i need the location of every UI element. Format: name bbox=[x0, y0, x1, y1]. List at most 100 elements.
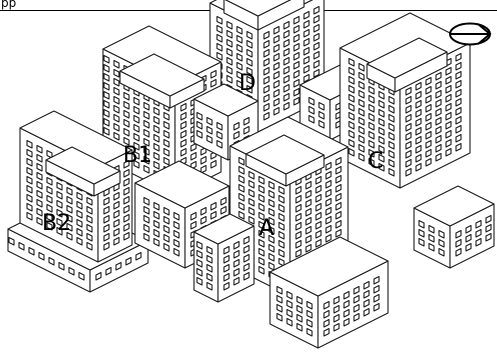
podium-central-window bbox=[143, 214, 150, 224]
building-b2-podium-window bbox=[105, 266, 112, 276]
building-b2-window bbox=[26, 184, 33, 194]
building-b1-window bbox=[123, 118, 130, 128]
building-front-window bbox=[306, 318, 313, 328]
building-c-window bbox=[425, 130, 432, 140]
building-a-window bbox=[305, 225, 312, 235]
building-c-podium-window bbox=[428, 224, 435, 234]
building-d-window bbox=[226, 20, 233, 30]
building-a-annex-roof bbox=[193, 213, 255, 245]
building-d-window bbox=[283, 38, 290, 48]
building-c-podium-roof bbox=[413, 185, 495, 227]
building-d-window bbox=[216, 33, 223, 43]
building-c-window bbox=[388, 140, 395, 150]
building-c-podium-window bbox=[418, 228, 425, 238]
building-a-window bbox=[295, 221, 302, 231]
building-d-window bbox=[263, 39, 270, 49]
connector-b1d-roof bbox=[193, 83, 259, 117]
building-d-window bbox=[246, 39, 253, 49]
building-b2-window bbox=[26, 139, 33, 149]
building-c-window bbox=[435, 143, 442, 153]
north-arrow-icon bbox=[449, 22, 492, 46]
building-d-window bbox=[236, 43, 243, 53]
building-d-window bbox=[226, 47, 233, 57]
building-front-window bbox=[276, 303, 283, 313]
building-d-window bbox=[293, 60, 300, 70]
building-c-window bbox=[445, 129, 452, 139]
building-d-window bbox=[283, 92, 290, 102]
building-c-window bbox=[445, 102, 452, 112]
building-b1-window bbox=[163, 138, 170, 148]
building-d-window bbox=[263, 30, 270, 40]
building-label-a: A bbox=[259, 216, 274, 241]
building-c-window bbox=[445, 84, 452, 94]
building-a-window bbox=[278, 257, 285, 267]
building-a-window bbox=[295, 212, 302, 222]
building-b1-window bbox=[113, 77, 120, 87]
building-b2-window bbox=[86, 223, 93, 233]
building-front-window bbox=[306, 327, 313, 337]
building-a-window bbox=[258, 220, 265, 230]
building-c-window bbox=[455, 88, 462, 98]
building-b1-window bbox=[123, 136, 130, 146]
building-front-window bbox=[323, 300, 330, 310]
building-d-window bbox=[263, 57, 270, 67]
building-a-window bbox=[248, 215, 255, 225]
building-b2-podium-window bbox=[8, 236, 15, 246]
building-b2-window bbox=[36, 198, 43, 208]
building-c-window bbox=[445, 75, 452, 85]
building-b2-window bbox=[86, 214, 93, 224]
building-c-window bbox=[368, 130, 375, 140]
building-b2-window bbox=[66, 222, 73, 232]
building-a-annex-window bbox=[196, 276, 203, 286]
connector-b1d-window bbox=[206, 116, 213, 126]
building-a-annex-window bbox=[223, 263, 230, 273]
building-c-window bbox=[435, 152, 442, 162]
building-a-window bbox=[295, 248, 302, 258]
building-b2-window bbox=[123, 222, 130, 232]
building-b1-window bbox=[113, 59, 120, 69]
building-b2-window bbox=[103, 241, 110, 251]
building-c-window bbox=[455, 70, 462, 80]
building-b2-window bbox=[76, 236, 83, 246]
building-c-window bbox=[405, 104, 412, 114]
building-front-window bbox=[286, 290, 293, 300]
building-front-roof bbox=[269, 236, 389, 297]
building-b1-window bbox=[210, 78, 217, 88]
building-a-annex-window bbox=[243, 244, 250, 254]
building-c-window bbox=[405, 95, 412, 105]
building-a-window bbox=[268, 207, 275, 217]
building-c-window bbox=[368, 103, 375, 113]
building-b1-window bbox=[103, 108, 110, 118]
building-a-window bbox=[268, 180, 275, 190]
building-a-window bbox=[278, 185, 285, 195]
building-b2-window bbox=[76, 200, 83, 210]
building-front-window bbox=[323, 327, 330, 337]
building-d-window bbox=[293, 51, 300, 61]
building-c-window bbox=[405, 122, 412, 132]
connector-b1d-window bbox=[216, 139, 223, 149]
building-b1-window bbox=[153, 115, 160, 125]
building-a-annex-window bbox=[233, 258, 240, 268]
building-a-window bbox=[325, 215, 332, 225]
building-a-window bbox=[278, 239, 285, 249]
building-d-window bbox=[273, 61, 280, 71]
building-c-window bbox=[415, 117, 422, 127]
building-c-window bbox=[455, 133, 462, 143]
building-a-window bbox=[295, 203, 302, 213]
building-a-window bbox=[325, 179, 332, 189]
building-b1-window bbox=[103, 63, 110, 73]
building-c-window bbox=[425, 121, 432, 131]
building-b1-window bbox=[123, 127, 130, 137]
building-a-window bbox=[258, 211, 265, 221]
building-c-window bbox=[378, 162, 385, 172]
building-c-window bbox=[425, 94, 432, 104]
building-a-annex-window bbox=[196, 240, 203, 250]
building-c-podium-window bbox=[485, 223, 492, 233]
building-d-window bbox=[273, 25, 280, 35]
building-b2-window bbox=[66, 186, 73, 196]
podium-central-window bbox=[163, 206, 170, 216]
building-b1-window bbox=[180, 102, 187, 112]
building-b1-window bbox=[133, 105, 140, 115]
building-b1-window bbox=[153, 106, 160, 116]
connector-b1d-window bbox=[243, 116, 250, 126]
